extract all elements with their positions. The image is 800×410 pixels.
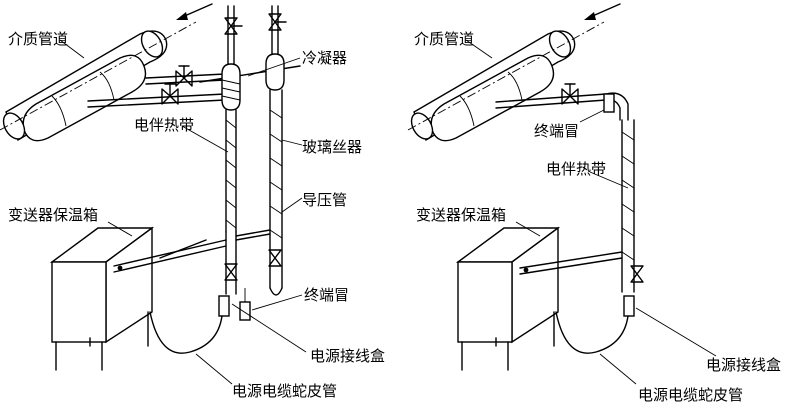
leaders-left: [59, 39, 307, 385]
right-diagram: 介质管道 终端冒 电伴热带 变送器保温箱 电源接线盒 电源电缆蛇皮管: [407, 3, 781, 404]
label-junction-box: 电源接线盒: [706, 356, 781, 374]
valve-icon[interactable]: [224, 263, 238, 281]
label-transmitter-box: 变送器保温箱: [416, 206, 506, 224]
branch-line-right: [495, 83, 644, 317]
label-impulse-tube: 导压管: [302, 191, 347, 209]
label-heat-tape: 电伴热带: [546, 160, 606, 178]
label-cable-conduit: 电源电缆蛇皮管: [638, 386, 743, 404]
label-cable-conduit: 电源电缆蛇皮管: [232, 382, 337, 400]
label-transmitter-box: 变送器保温箱: [8, 206, 98, 224]
condenser-left: [221, 63, 241, 111]
right-impulse-tube: [235, 5, 287, 321]
valve-icon[interactable]: [175, 70, 193, 87]
junction-box-right: [623, 295, 635, 317]
label-junction-box: 电源接线盒: [310, 347, 385, 365]
junction-box-left: [218, 295, 230, 317]
end-cap-left: [239, 301, 251, 321]
cable-conduit-right: [555, 311, 629, 354]
medium-pipe: [407, 3, 621, 142]
end-cap-right: [603, 93, 615, 113]
cable-conduit-left: [149, 311, 223, 354]
label-end-cap: 终端冒: [304, 286, 349, 304]
label-glass-wool: 玻璃丝器: [302, 138, 362, 156]
valve-icon[interactable]: [630, 265, 644, 283]
label-condenser: 冷凝器: [302, 49, 347, 67]
label-medium-pipe: 介质管道: [8, 30, 68, 48]
condenser-right: [265, 53, 285, 91]
transmitter-box-right: [455, 226, 623, 371]
valve-icon[interactable]: [161, 88, 179, 105]
left-impulse-tube: [218, 5, 243, 317]
transmitter-box-left: [49, 226, 227, 371]
valve-icon[interactable]: [561, 88, 579, 105]
valve-icon[interactable]: [224, 17, 238, 35]
left-diagram: 介质管道 冷凝器 电伴热带 玻璃丝器 导压管 变送器保温箱 终端冒 电源接线盒 …: [0, 3, 385, 400]
valve-icon[interactable]: [268, 249, 282, 267]
label-heat-tape: 电伴热带: [134, 116, 194, 134]
medium-pipe: [0, 3, 213, 142]
valve-icon[interactable]: [268, 13, 282, 31]
leaders-right: [465, 39, 717, 385]
label-end-cap: 终端冒: [534, 122, 579, 140]
label-medium-pipe: 介质管道: [414, 30, 474, 48]
